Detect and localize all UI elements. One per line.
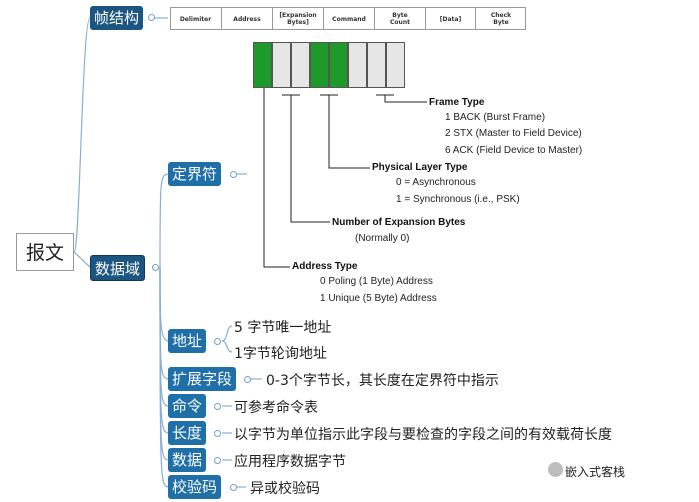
- collapse-toggle-icon[interactable]: [214, 403, 221, 410]
- delimiter-bit-cell: [386, 42, 405, 88]
- frame-type-line: 6 ACK (Field Device to Master): [445, 145, 583, 156]
- frame-type-line: 1 BACK (Burst Frame): [445, 112, 546, 123]
- checksum-desc: 异或校验码: [250, 481, 320, 497]
- frame-field: Command: [323, 7, 374, 30]
- delimiter-bit-cell: [348, 42, 367, 88]
- frame-type-line: 2 STX (Master to Field Device): [445, 128, 582, 139]
- collapse-toggle-icon[interactable]: [214, 457, 221, 464]
- frame-type-title: Frame Type: [429, 97, 485, 108]
- data-field-node[interactable]: 数据域: [90, 255, 146, 281]
- expansion-bytes-title: Number of Expansion Bytes: [332, 217, 466, 228]
- data-node[interactable]: 数据: [168, 448, 207, 472]
- frame-field: [Expansion Bytes]: [272, 7, 323, 30]
- address-type-line: 0 Poling (1 Byte) Address: [320, 276, 433, 287]
- collapse-toggle-icon[interactable]: [230, 484, 237, 491]
- collapse-toggle-icon[interactable]: [230, 171, 237, 178]
- address-type-line: 1 Unique (5 Byte) Address: [320, 293, 437, 304]
- delimiter-bit-cell: [329, 42, 348, 88]
- address-type-title: Address Type: [292, 261, 358, 272]
- frame-structure-node[interactable]: 帧结构: [90, 6, 144, 30]
- root-node: 报文: [16, 233, 74, 271]
- physical-layer-line: 0 = Asynchronous: [396, 177, 476, 188]
- collapse-toggle-icon[interactable]: [214, 430, 221, 437]
- command-desc: 可参考命令表: [234, 400, 318, 416]
- address-item: 5 字节唯一地址: [234, 320, 332, 336]
- collapse-toggle-icon[interactable]: [214, 338, 221, 345]
- checksum-node[interactable]: 校验码: [168, 475, 222, 499]
- delimiter-bit-cell: [367, 42, 386, 88]
- collapse-toggle-icon[interactable]: [244, 376, 251, 383]
- expansion-bytes-line: (Normally 0): [355, 233, 410, 244]
- delimiter-bit-cell: [291, 42, 310, 88]
- collapse-toggle-icon[interactable]: [148, 14, 155, 21]
- address-node[interactable]: 地址: [168, 329, 207, 353]
- delimiter-node[interactable]: 定界符: [168, 162, 222, 186]
- frame-field: Check Byte: [475, 7, 526, 30]
- expansion-node[interactable]: 扩展字段: [168, 367, 237, 391]
- physical-layer-line: 1 = Synchronous (i.e., PSK): [396, 194, 520, 205]
- watermark-text: 嵌入式客栈: [565, 465, 626, 479]
- physical-layer-title: Physical Layer Type: [372, 162, 468, 173]
- length-node[interactable]: 长度: [168, 421, 207, 445]
- delimiter-bit-cell: [310, 42, 329, 88]
- expansion-desc: 0-3个字节长，其长度在定界符中指示: [266, 373, 499, 389]
- data-desc: 应用程序数据字节: [234, 454, 346, 470]
- delimiter-bit-cell: [272, 42, 291, 88]
- frame-field: Delimiter: [179, 15, 212, 23]
- collapse-toggle-icon[interactable]: [152, 264, 159, 271]
- address-item: 1字节轮询地址: [234, 346, 327, 362]
- length-desc: 以字节为单位指示此字段与要检查的字段之间的有效载荷长度: [234, 427, 612, 443]
- frame-field: [Data]: [425, 7, 475, 30]
- wechat-logo-icon: [548, 462, 563, 477]
- frame-field: Address: [221, 7, 272, 30]
- frame-field: Byte Count: [374, 7, 425, 30]
- delimiter-bit-cell: [253, 42, 272, 88]
- frame-structure-table: [170, 7, 526, 30]
- command-node[interactable]: 命令: [168, 394, 207, 418]
